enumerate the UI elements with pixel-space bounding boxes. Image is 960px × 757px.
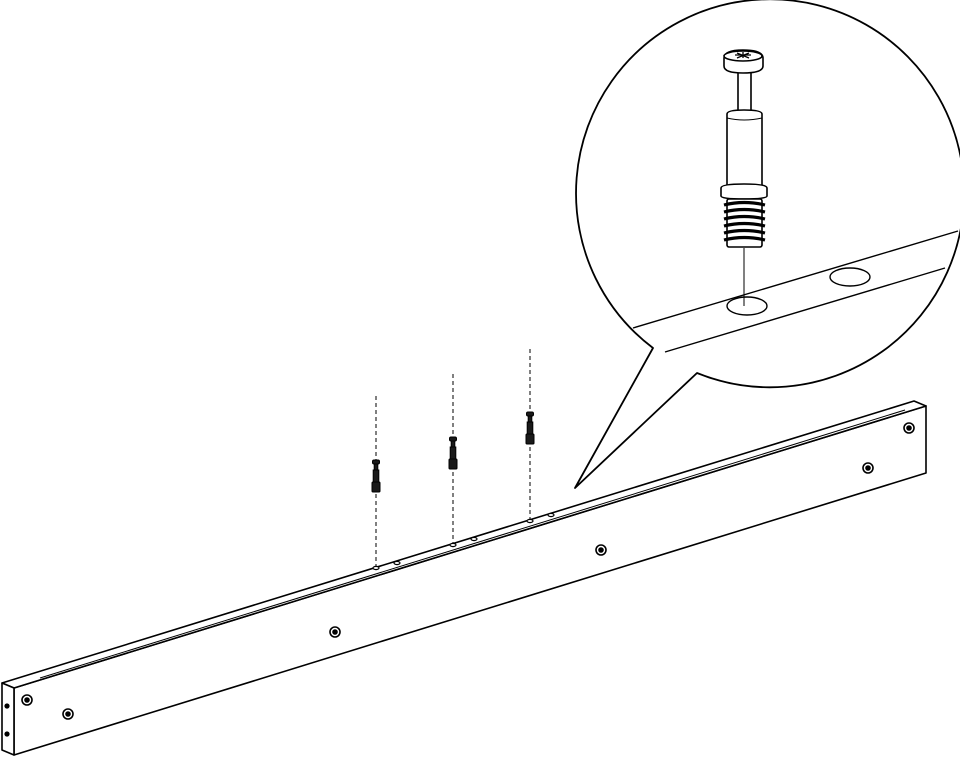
cam-bolt-icon	[525, 411, 535, 445]
face-hole	[329, 626, 341, 638]
face-hole	[62, 708, 74, 720]
face-hole	[862, 462, 874, 474]
top-hole	[470, 536, 478, 542]
cam-bolt-icon	[371, 459, 381, 493]
end-hole	[4, 731, 10, 737]
callout-hole	[726, 296, 768, 316]
callout-bubble	[574, 0, 960, 489]
rail-top-face	[1, 400, 927, 689]
rail-board	[1, 400, 927, 756]
cam-bolt-icon	[448, 436, 458, 470]
callout-hole	[829, 267, 871, 287]
top-hole	[449, 542, 457, 548]
face-hole	[903, 422, 915, 434]
cam-bolts	[371, 411, 535, 493]
callout-board	[632, 230, 959, 353]
rail-top-holes	[372, 512, 555, 571]
end-hole	[4, 703, 10, 709]
top-hole	[526, 518, 534, 524]
face-hole	[21, 694, 33, 706]
rail-face-holes	[21, 422, 915, 720]
rail-front-face	[13, 405, 927, 756]
detail-callout	[574, 0, 960, 489]
face-hole	[595, 544, 607, 556]
cam-bolt-detail-icon	[720, 49, 768, 248]
rail-groove-line	[39, 409, 906, 679]
rail-end-face	[1, 682, 15, 756]
top-hole	[393, 560, 401, 566]
top-hole	[547, 512, 555, 518]
rail-end-holes	[4, 703, 10, 737]
top-hole	[372, 565, 380, 571]
